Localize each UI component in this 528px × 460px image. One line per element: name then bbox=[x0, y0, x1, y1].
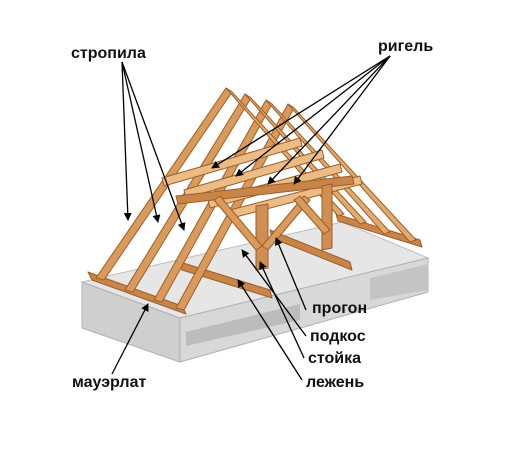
pointer-stropila-2 bbox=[121, 61, 161, 223]
rafter-right-4 bbox=[287, 103, 417, 243]
pointer-stropila-1 bbox=[121, 61, 132, 221]
mauerlat-beam bbox=[87, 271, 187, 315]
label-rigel: ригель bbox=[378, 38, 434, 55]
label-stropila: стропила bbox=[71, 45, 146, 62]
pointer-progon bbox=[275, 237, 307, 311]
concrete-slab bbox=[80, 221, 430, 363]
pointer-rigel-2 bbox=[235, 55, 391, 177]
pointer-stoyka bbox=[259, 261, 305, 359]
pointer-lezhen bbox=[237, 279, 303, 381]
label-stoyka: стойка bbox=[308, 350, 362, 367]
stoyka-post-front bbox=[255, 203, 269, 271]
pointer-lines bbox=[111, 55, 391, 381]
label-podkos: подкос bbox=[310, 328, 366, 345]
timber-frame bbox=[87, 87, 423, 315]
pointer-rigel-3 bbox=[267, 55, 391, 185]
label-progon: прогон bbox=[312, 300, 368, 317]
rigel-1 bbox=[161, 137, 303, 187]
stoyka-post-back bbox=[321, 183, 333, 251]
pointer-stropila-3 bbox=[121, 61, 186, 231]
pointer-mauerlat bbox=[111, 303, 149, 375]
pointer-rigel-1 bbox=[211, 55, 391, 169]
podkos-strut-1 bbox=[213, 195, 263, 251]
back-wall-plate bbox=[335, 213, 423, 248]
pointer-rigel-4 bbox=[293, 55, 391, 185]
podkos-strut-2 bbox=[261, 195, 311, 251]
label-lezhen: лежень bbox=[306, 374, 365, 391]
label-mauerlat: мауэрлат bbox=[72, 374, 147, 391]
podkos-strut-3 bbox=[293, 195, 331, 235]
